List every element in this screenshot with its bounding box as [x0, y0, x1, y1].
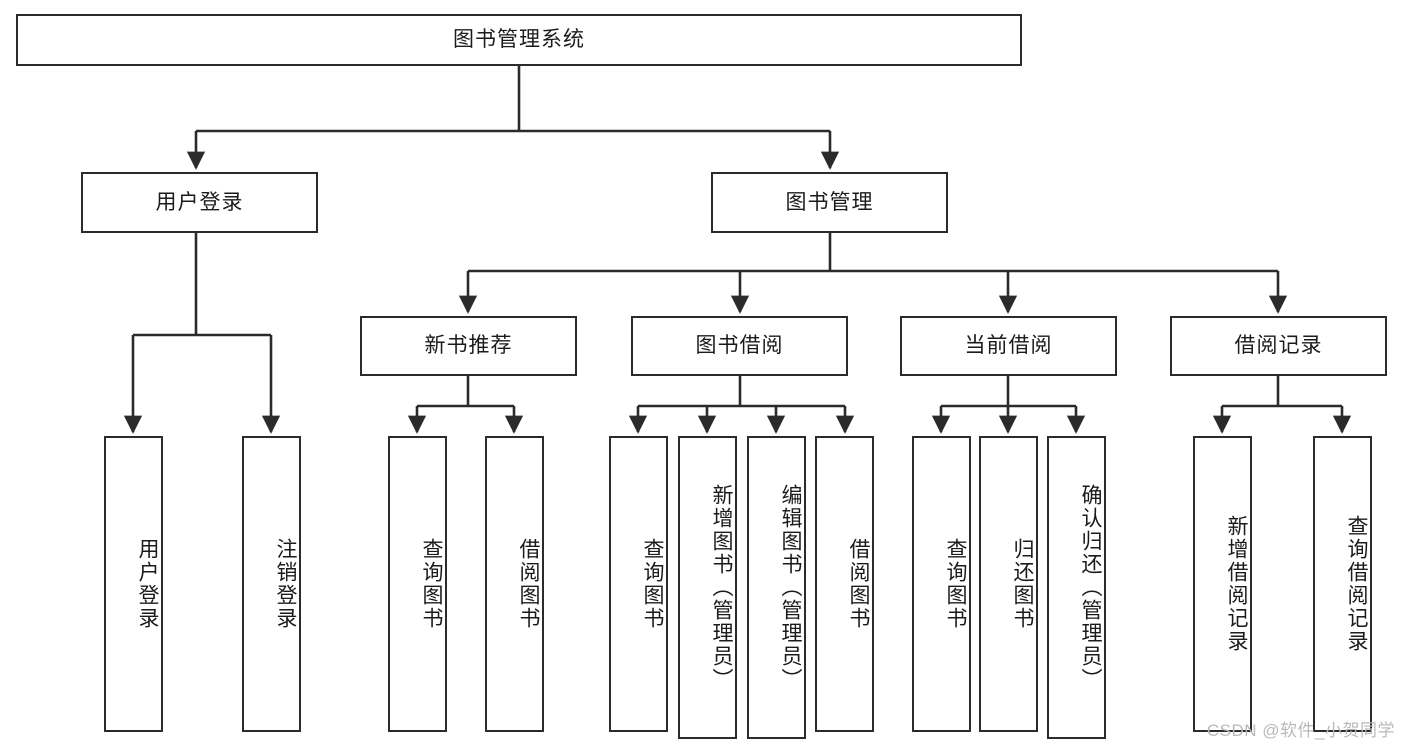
node-leaf-user-login-label: 用户登录 — [136, 538, 159, 630]
node-leaf-add-book[interactable]: 新增图书（管理员） — [678, 436, 737, 739]
node-leaf-logout-label: 注销登录 — [274, 538, 297, 630]
node-leaf-query-book-3-label: 查询图书 — [944, 538, 967, 630]
node-leaf-confirm-return[interactable]: 确认归还（管理员） — [1047, 436, 1106, 739]
node-borrow-record-label: 借阅记录 — [1234, 334, 1323, 358]
node-leaf-edit-book[interactable]: 编辑图书（管理员） — [747, 436, 806, 739]
node-leaf-query-record[interactable]: 查询借阅记录 — [1313, 436, 1372, 732]
node-leaf-return-book-label: 归还图书 — [1011, 538, 1034, 630]
node-leaf-confirm-return-label: 确认归还（管理员） — [1079, 484, 1102, 691]
node-current-borrow[interactable]: 当前借阅 — [900, 316, 1117, 376]
node-new-book-rec[interactable]: 新书推荐 — [360, 316, 577, 376]
node-leaf-borrow-book-1[interactable]: 借阅图书 — [485, 436, 544, 732]
node-leaf-query-book-2-label: 查询图书 — [641, 538, 664, 630]
node-book-mgmt-label: 图书管理 — [785, 190, 874, 214]
node-leaf-user-login[interactable]: 用户登录 — [104, 436, 163, 732]
node-leaf-add-record-label: 新增借阅记录 — [1225, 515, 1248, 653]
node-leaf-add-book-label: 新增图书（管理员） — [710, 484, 733, 691]
node-user-login-label: 用户登录 — [155, 190, 244, 214]
node-root-label: 图书管理系统 — [453, 28, 585, 52]
watermark: CSDN @软件_小贺同学 — [1206, 721, 1395, 740]
node-leaf-borrow-book-2-label: 借阅图书 — [847, 538, 870, 630]
node-leaf-edit-book-label: 编辑图书（管理员） — [779, 484, 802, 691]
node-book-borrow[interactable]: 图书借阅 — [631, 316, 848, 376]
node-leaf-query-book-1-label: 查询图书 — [420, 538, 443, 630]
node-leaf-logout[interactable]: 注销登录 — [242, 436, 301, 732]
node-current-borrow-label: 当前借阅 — [964, 334, 1053, 358]
node-leaf-borrow-book-2[interactable]: 借阅图书 — [815, 436, 874, 732]
node-book-mgmt[interactable]: 图书管理 — [711, 172, 948, 233]
node-borrow-record[interactable]: 借阅记录 — [1170, 316, 1387, 376]
node-leaf-return-book[interactable]: 归还图书 — [979, 436, 1038, 732]
node-leaf-query-book-1[interactable]: 查询图书 — [388, 436, 447, 732]
node-leaf-borrow-book-1-label: 借阅图书 — [517, 538, 540, 630]
node-leaf-query-book-3[interactable]: 查询图书 — [912, 436, 971, 732]
node-leaf-add-record[interactable]: 新增借阅记录 — [1193, 436, 1252, 732]
node-leaf-query-book-2[interactable]: 查询图书 — [609, 436, 668, 732]
node-new-book-rec-label: 新书推荐 — [424, 334, 513, 358]
node-user-login[interactable]: 用户登录 — [81, 172, 318, 233]
node-book-borrow-label: 图书借阅 — [695, 334, 784, 358]
node-leaf-query-record-label: 查询借阅记录 — [1345, 515, 1368, 653]
node-root[interactable]: 图书管理系统 — [16, 14, 1022, 66]
